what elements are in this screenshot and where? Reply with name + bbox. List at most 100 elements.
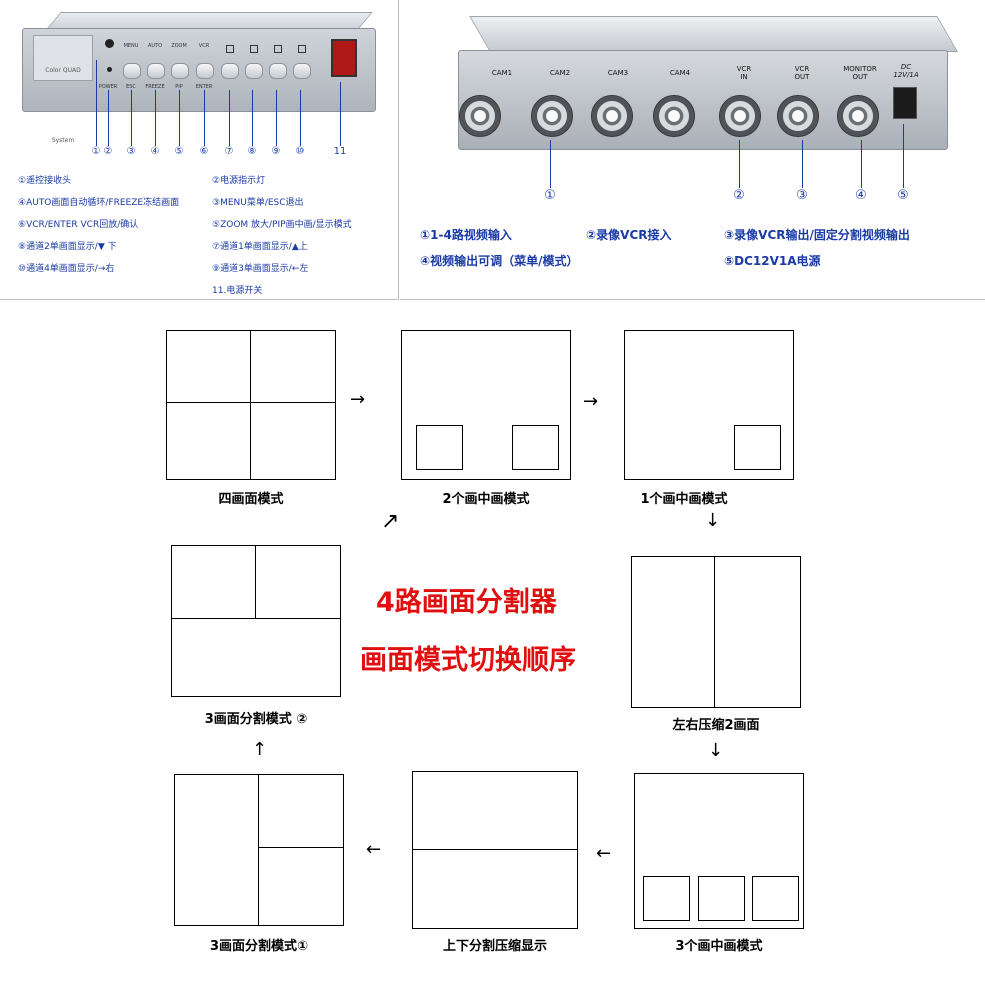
port-label: CAM2: [535, 69, 585, 77]
freeze-label: FREEZE: [145, 84, 165, 90]
callout-number: ④: [150, 146, 160, 157]
callout-number: ④: [855, 188, 867, 203]
legend-item: ⑨通道3单画面显示/←左: [212, 264, 309, 274]
leader-line: [155, 90, 156, 146]
mode-caption: 2个画中画模式: [442, 492, 530, 507]
callout-number: 11: [333, 146, 347, 157]
front-device-body: Color QUAD System POWER MENU AUTO ZOOM V…: [22, 28, 376, 144]
freeze-button: [147, 63, 165, 79]
pip-window: [734, 425, 781, 470]
mode-tri1-box: [174, 774, 344, 926]
channel1-icon: [226, 45, 234, 53]
leader-line: [252, 90, 253, 146]
leader-line: [276, 90, 277, 146]
pip-window: [643, 876, 690, 921]
arrow-left-icon: ←: [366, 839, 382, 860]
callout-number: ⑦: [224, 146, 234, 157]
mode-caption: 3个画中画模式: [675, 939, 763, 954]
diagram-title: 4路画面分割器: [376, 587, 557, 618]
mode-quad-box: [166, 330, 336, 480]
divider-line: [250, 331, 251, 479]
leader-line: [903, 124, 904, 188]
port-label-line: VCR: [794, 65, 810, 73]
divider-line: [714, 557, 715, 707]
leader-line: [550, 140, 551, 188]
legend-item: ③录像VCR输出/固定分割视频输出: [724, 228, 910, 242]
divider-line: [258, 847, 343, 848]
esc-label: ESC: [126, 84, 136, 90]
mode-split-lr-box: [631, 556, 801, 708]
callout-number: ⑩: [295, 146, 305, 157]
rear-device-top: [469, 16, 958, 52]
callout-number: ⑨: [271, 146, 281, 157]
channel1-button: [221, 63, 239, 79]
callout-number: ②: [103, 146, 113, 157]
arrow-left-icon: ←: [596, 843, 612, 864]
arrow-right-icon: →: [350, 389, 366, 410]
legend-item: ⑧通道2单画面显示/▼ 下: [18, 242, 117, 252]
mode-caption: 四画面模式: [218, 492, 284, 507]
pip-window: [512, 425, 559, 470]
pip-label: PIP: [175, 84, 183, 90]
callout-number: ③: [126, 146, 136, 157]
mode-caption: 上下分割压缩显示: [442, 939, 547, 954]
legend-item: ⑥VCR/ENTER VCR回放/确认: [18, 220, 139, 230]
port-label: CAM1: [477, 69, 527, 77]
port-label: CAM4: [655, 69, 705, 77]
port-label-line: DC: [900, 63, 912, 71]
mode-caption: 左右压缩2画面: [672, 718, 760, 733]
menu-label: MENU: [123, 43, 139, 49]
power-led: [107, 67, 112, 72]
legend-item: ⑤ZOOM 放大/PIP画中画/显示模式: [212, 220, 352, 230]
port-label-line: CAM1: [491, 69, 513, 77]
vcr-label: VCR: [198, 43, 210, 49]
legend-item: ⑦通道1单画面显示/▲上: [212, 242, 308, 252]
front-panel-photo: Color QUAD System POWER MENU AUTO ZOOM V…: [0, 0, 399, 300]
divider-line: [413, 849, 577, 850]
mode-caption: 3画面分割模式 ②: [204, 712, 308, 727]
bnc-cam2-connector: [531, 95, 573, 137]
channel4-button: [293, 63, 311, 79]
legend-item: ⑩通道4单画面显示/→右: [18, 264, 115, 274]
leader-line: [131, 90, 132, 146]
channel2-icon: [250, 45, 258, 53]
legend-item: ③MENU菜单/ESC退出: [212, 198, 304, 208]
pip-button: [171, 63, 189, 79]
divider-line: [258, 775, 259, 925]
channel2-button: [245, 63, 263, 79]
esc-button: [123, 63, 141, 79]
callout-number: ⑥: [199, 146, 209, 157]
arrow-down-icon: ↓: [705, 510, 721, 531]
power-switch: [331, 39, 357, 77]
leader-line: [96, 60, 97, 146]
ir-receiver: [105, 39, 114, 48]
bnc-monitor-out-connector: [837, 95, 879, 137]
port-label-line: CAM4: [669, 69, 691, 77]
divider-line: [167, 402, 335, 403]
port-label: CAM3: [593, 69, 643, 77]
legend-item: ②录像VCR接入: [586, 228, 672, 242]
port-label-line: CAM2: [549, 69, 571, 77]
bnc-cam4-connector: [653, 95, 695, 137]
divider-line: [255, 546, 256, 618]
label-plate: Color QUAD System: [33, 35, 93, 144]
port-label-line: CAM3: [607, 69, 629, 77]
pip-window: [752, 876, 799, 921]
bnc-vcr-out-connector: [777, 95, 819, 137]
zoom-label: ZOOM: [171, 43, 187, 49]
channel3-button: [269, 63, 287, 79]
leader-line: [179, 90, 180, 146]
port-label-line: OUT: [852, 73, 868, 81]
arrow-diagonal-icon: ↗: [381, 509, 400, 534]
bnc-cam1-connector: [459, 95, 501, 137]
enter-label: ENTER: [195, 84, 213, 90]
legend-item: ⑤DC12V1A电源: [724, 254, 821, 268]
legend-item: 11.电源开关: [212, 286, 263, 296]
leader-line: [739, 140, 740, 188]
legend-item: ④AUTO画面自动循环/FREEZE冻结画面: [18, 198, 180, 208]
